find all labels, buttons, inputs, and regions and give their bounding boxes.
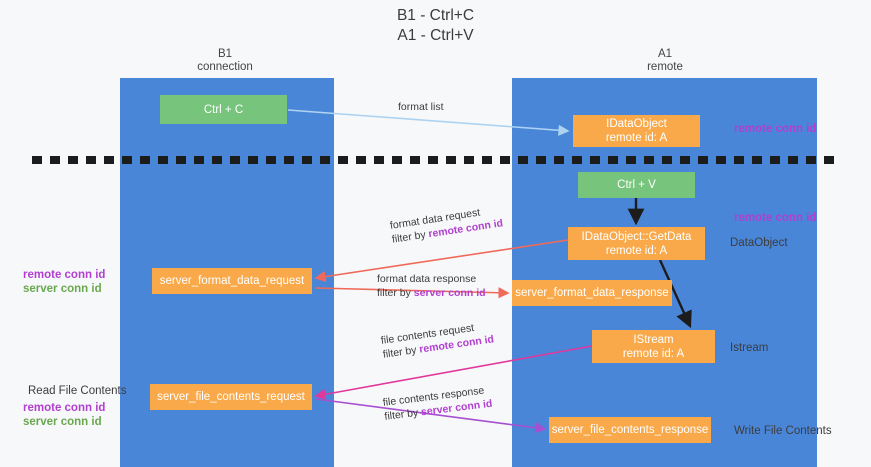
annotation-left-conn-ids-top: remote conn id server conn id: [23, 268, 105, 296]
arrow-label-format-data-response: format data response filter by server co…: [377, 272, 486, 300]
box-istream[interactable]: IStream remote id: A: [592, 330, 715, 363]
box-idataobject-line1: IDataObject: [606, 118, 667, 130]
arrow-label-file-contents-response: file contents response filter by server …: [382, 383, 493, 424]
box-ctrl-c-label: Ctrl + C: [203, 103, 244, 116]
arrow-label-format-list: format list: [398, 100, 444, 114]
filter-by-prefix: filter by: [391, 228, 430, 246]
box-ctrl-c[interactable]: Ctrl + C: [160, 95, 287, 124]
box-istream-line2: remote id: A: [622, 347, 685, 360]
diagram-title: B1 - Ctrl+C A1 - Ctrl+V: [0, 6, 871, 46]
annotation-remote-conn-id-top: remote conn id: [734, 123, 817, 135]
annotation-left-server-conn-id: server conn id: [23, 283, 102, 295]
filter-by-prefix: filter by: [383, 406, 422, 423]
lane-header-b1: B1 connection: [150, 48, 300, 74]
title-line-2: A1 - Ctrl+V: [397, 27, 474, 44]
box-server-file-contents-request[interactable]: server_file_contents_request: [150, 384, 312, 410]
box-server-format-data-request-label: server_format_data_request: [159, 275, 305, 287]
filter-by-prefix: filter by: [377, 287, 414, 299]
arrow-label-file-contents-request: file contents request filter by remote c…: [380, 318, 495, 361]
lane-header-a1: A1 remote: [590, 48, 740, 74]
box-server-format-data-request[interactable]: server_format_data_request: [152, 268, 312, 294]
box-ctrl-v[interactable]: Ctrl + V: [578, 172, 695, 198]
box-istream-line1: IStream: [633, 333, 674, 346]
box-getdata-line1: IDataObject::GetData: [581, 230, 692, 243]
filter-by-prefix: filter by: [382, 343, 421, 361]
box-server-format-data-response-label: server_format_data_response: [515, 287, 669, 299]
box-server-file-contents-response[interactable]: server_file_contents_response: [549, 417, 711, 443]
annotation-left-conn-ids-bottom: remote conn id server conn id: [23, 401, 105, 429]
arrow-label-format-list-line1: format list: [398, 101, 444, 113]
box-ctrl-v-label: Ctrl + V: [617, 179, 656, 191]
lane-header-b1-name: B1: [217, 48, 233, 60]
dashed-divider: [32, 156, 840, 164]
lane-header-b1-sub: connection: [197, 61, 253, 73]
annotation-read-file-contents: Read File Contents: [28, 385, 127, 397]
annotation-remote-conn-id-mid: remote conn id: [734, 212, 817, 224]
annotation-left-remote-conn-id: remote conn id: [23, 269, 106, 281]
box-server-file-contents-response-label: server_file_contents_response: [551, 424, 709, 436]
box-server-file-contents-request-label: server_file_contents_request: [157, 391, 305, 403]
filter-key-server-conn-id: server conn id: [413, 287, 486, 299]
annotation-istream: Istream: [730, 342, 769, 354]
box-idataobject-line2: remote id: A: [605, 132, 668, 144]
title-line-1: B1 - Ctrl+C: [396, 7, 475, 24]
arrow-label-format-data-request: format data request filter by remote con…: [389, 202, 504, 246]
box-getdata-line2: remote id: A: [605, 244, 668, 257]
lane-header-a1-name: A1: [657, 48, 673, 60]
annotation-dataobject: DataObject: [730, 237, 788, 249]
box-server-format-data-response[interactable]: server_format_data_response: [512, 280, 672, 306]
lane-header-a1-sub: remote: [647, 61, 683, 73]
annotation-write-file-contents: Write File Contents: [734, 425, 832, 437]
arrow-label-format-data-response-line2: filter by server conn id: [377, 286, 486, 300]
box-idataobject-getdata[interactable]: IDataObject::GetData remote id: A: [568, 227, 705, 260]
box-idataobject[interactable]: IDataObject remote id: A: [573, 115, 700, 147]
annotation-left-server-conn-id-2: server conn id: [23, 416, 102, 428]
arrow-label-format-data-response-line1: format data response: [377, 273, 477, 285]
annotation-left-remote-conn-id-2: remote conn id: [23, 402, 106, 414]
